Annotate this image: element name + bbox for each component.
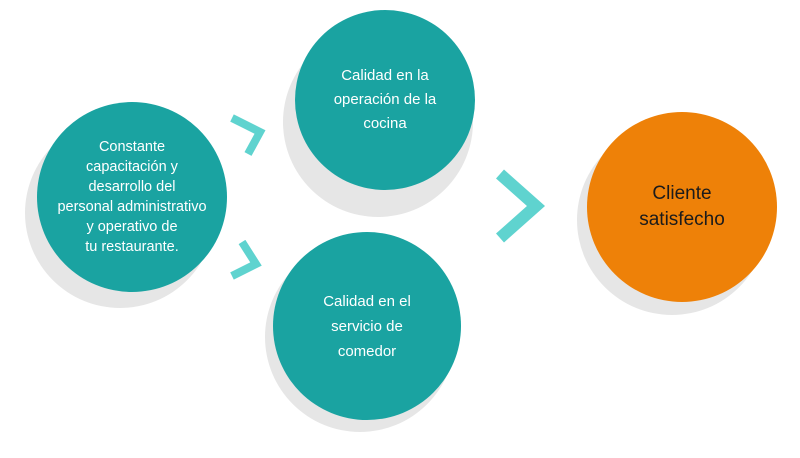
training-label: Constante capacitación y desarrollo del … xyxy=(57,139,207,255)
dining-label: Calidad en el servicio de comedor xyxy=(323,292,411,360)
client-circle: Cliente satisfecho xyxy=(587,112,777,302)
training-circle: Constante capacitación y desarrollo del … xyxy=(37,102,227,292)
kitchen-circle: Calidad en la operación de la cocina xyxy=(295,10,475,190)
chevron-right-icon xyxy=(496,169,546,243)
dining-circle: Calidad en el servicio de comedor xyxy=(273,232,461,420)
chevron-right-icon xyxy=(230,114,266,156)
client-label: Cliente satisfecho xyxy=(639,183,725,230)
kitchen-label: Calidad en la operación de la cocina xyxy=(333,67,437,132)
chevron-right-icon xyxy=(230,240,262,280)
